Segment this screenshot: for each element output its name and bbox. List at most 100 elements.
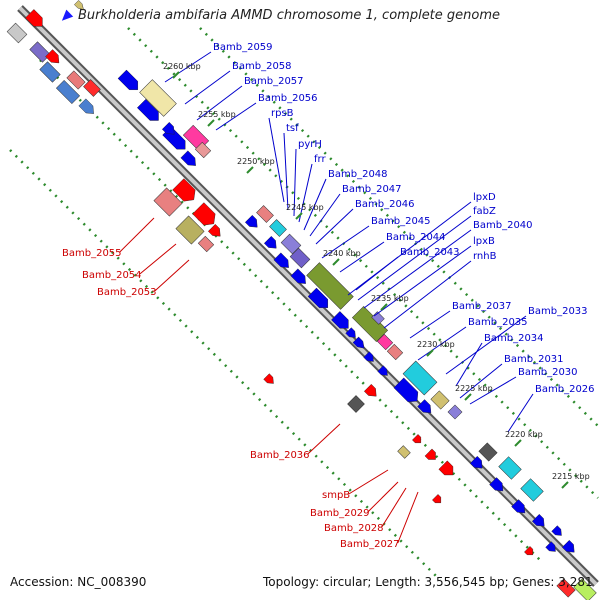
gene-label: Bamb_2028 [324, 523, 384, 534]
label-leader-line [307, 423, 341, 455]
gene-label: Bamb_2037 [452, 301, 512, 312]
gene-arrow-reverse [273, 252, 289, 268]
gene-arrow-forward [432, 494, 442, 504]
label-leader-line [469, 376, 517, 405]
label-leader-line [196, 85, 243, 121]
gene-label: tsf [286, 123, 299, 134]
gene-block-purple [447, 404, 463, 420]
ruler-tick-label: 2215 kbp [552, 472, 590, 481]
label-leader-line [357, 215, 472, 301]
gene-block-blue [55, 79, 81, 105]
gene-arrow-forward [524, 546, 534, 556]
gene-label: Bamb_2031 [504, 354, 564, 365]
label-leader-line [268, 117, 285, 203]
label-leader-line [184, 70, 231, 105]
map-title: Burkholderia ambifaria AMMD chromosome 1… [78, 8, 501, 23]
gene-arrow-reverse [117, 69, 138, 90]
gene-block-yellow [397, 445, 411, 459]
gene-arrow-reverse [345, 327, 356, 338]
ruler-dotted-line [39, 59, 541, 561]
label-leader-line [119, 217, 155, 253]
gene-block-pink [386, 343, 404, 361]
ruler-tick-label: 2230 kbp [417, 340, 455, 349]
gene-block-purple [280, 233, 302, 255]
gene-label: Bamb_2026 [535, 384, 595, 395]
ruler-tick-label: 2245 kbp [286, 203, 324, 212]
gene-label: Bamb_2030 [518, 367, 578, 378]
gene-arrow-reverse [244, 214, 258, 228]
gene-label: Bamb_2043 [400, 247, 460, 258]
gene-label: Bamb_2044 [386, 232, 446, 243]
gene-arrow-reverse [545, 541, 556, 552]
label-leader-line [417, 326, 467, 361]
gene-block-dark [478, 442, 498, 462]
gene-arrow-blue [78, 98, 94, 114]
gene-block-grey [6, 22, 28, 44]
gene-block-pink [153, 187, 183, 217]
gene-label: Bamb_2040 [473, 220, 533, 231]
gene-block-yellow [430, 390, 450, 410]
label-leader-line [321, 225, 370, 259]
gene-arrow-reverse [417, 399, 432, 414]
gene-arrow-reverse [561, 539, 575, 553]
gene-block-red [556, 578, 576, 598]
ruler-tick-label: 2220 kbp [505, 430, 543, 439]
label-leader-line [139, 243, 177, 275]
gene-block-pink [194, 141, 212, 159]
gene-arrow-forward [172, 178, 196, 202]
label-leader-line [339, 241, 385, 273]
tick-layer [172, 71, 569, 489]
label-leader-line [381, 487, 407, 528]
leader-layer [119, 51, 534, 544]
gene-arrow-reverse [393, 377, 419, 403]
gene-block-cyan [269, 219, 287, 237]
gene-label: Bamb_2048 [328, 169, 388, 180]
label-leader-line [315, 208, 354, 245]
label-leader-line [309, 193, 341, 237]
gene-label: Bamb_2046 [355, 199, 415, 210]
gene-arrow-forward [207, 223, 221, 237]
gene-arrow-reverse [290, 268, 306, 284]
ruler-tick [332, 258, 340, 266]
gene-label: Bamb_2045 [371, 216, 431, 227]
gene-block-olive [306, 262, 354, 310]
label-leader-line [383, 260, 472, 329]
label-leader-line [283, 132, 289, 211]
gene-arrow-forward [192, 202, 216, 226]
gene-arrow-reverse [511, 499, 526, 514]
gene-label: Bamb_2056 [258, 93, 318, 104]
gene-block-blue [39, 61, 61, 83]
gene-label: Bamb_2047 [342, 184, 402, 195]
gene-block-pink [256, 205, 274, 223]
ruler-tick [172, 71, 180, 79]
gene-label: Bamb_2059 [213, 42, 273, 53]
gene-arrow-reverse [263, 235, 277, 249]
ruler-tick [426, 349, 434, 357]
label-leader-line [293, 148, 297, 217]
gene-arrow-reverse [377, 365, 388, 376]
gene-label: pyrH [298, 139, 322, 150]
gene-block-olive [175, 215, 205, 245]
gene-arrow-forward [363, 383, 377, 397]
gene-label: smpB [322, 490, 350, 501]
gene-arrow-forward [45, 49, 60, 64]
gene-block-cyan [498, 456, 522, 480]
gene-block-green [573, 578, 597, 600]
ruler-dotted-line [199, 27, 599, 427]
label-leader-line [215, 102, 257, 131]
gene-arrow-forward [412, 434, 422, 444]
gene-arrow-reverse [331, 311, 349, 329]
gene-arrow-reverse [469, 455, 483, 469]
gene-block-purple [29, 41, 51, 63]
feature-layer [6, 0, 597, 600]
gene-block-magenta [376, 333, 394, 351]
gene-arrow-reverse [489, 477, 504, 492]
gene-label: lpxD [473, 192, 496, 203]
gene-block-red [83, 79, 101, 97]
label-leader-line [455, 342, 483, 387]
gene-label: lpxB [473, 236, 495, 247]
label-leader-line [367, 481, 399, 513]
label-leader-line [298, 163, 313, 223]
ruler-tick-label: 2250 kbp [237, 157, 275, 166]
gene-arrow-reverse [352, 336, 365, 349]
